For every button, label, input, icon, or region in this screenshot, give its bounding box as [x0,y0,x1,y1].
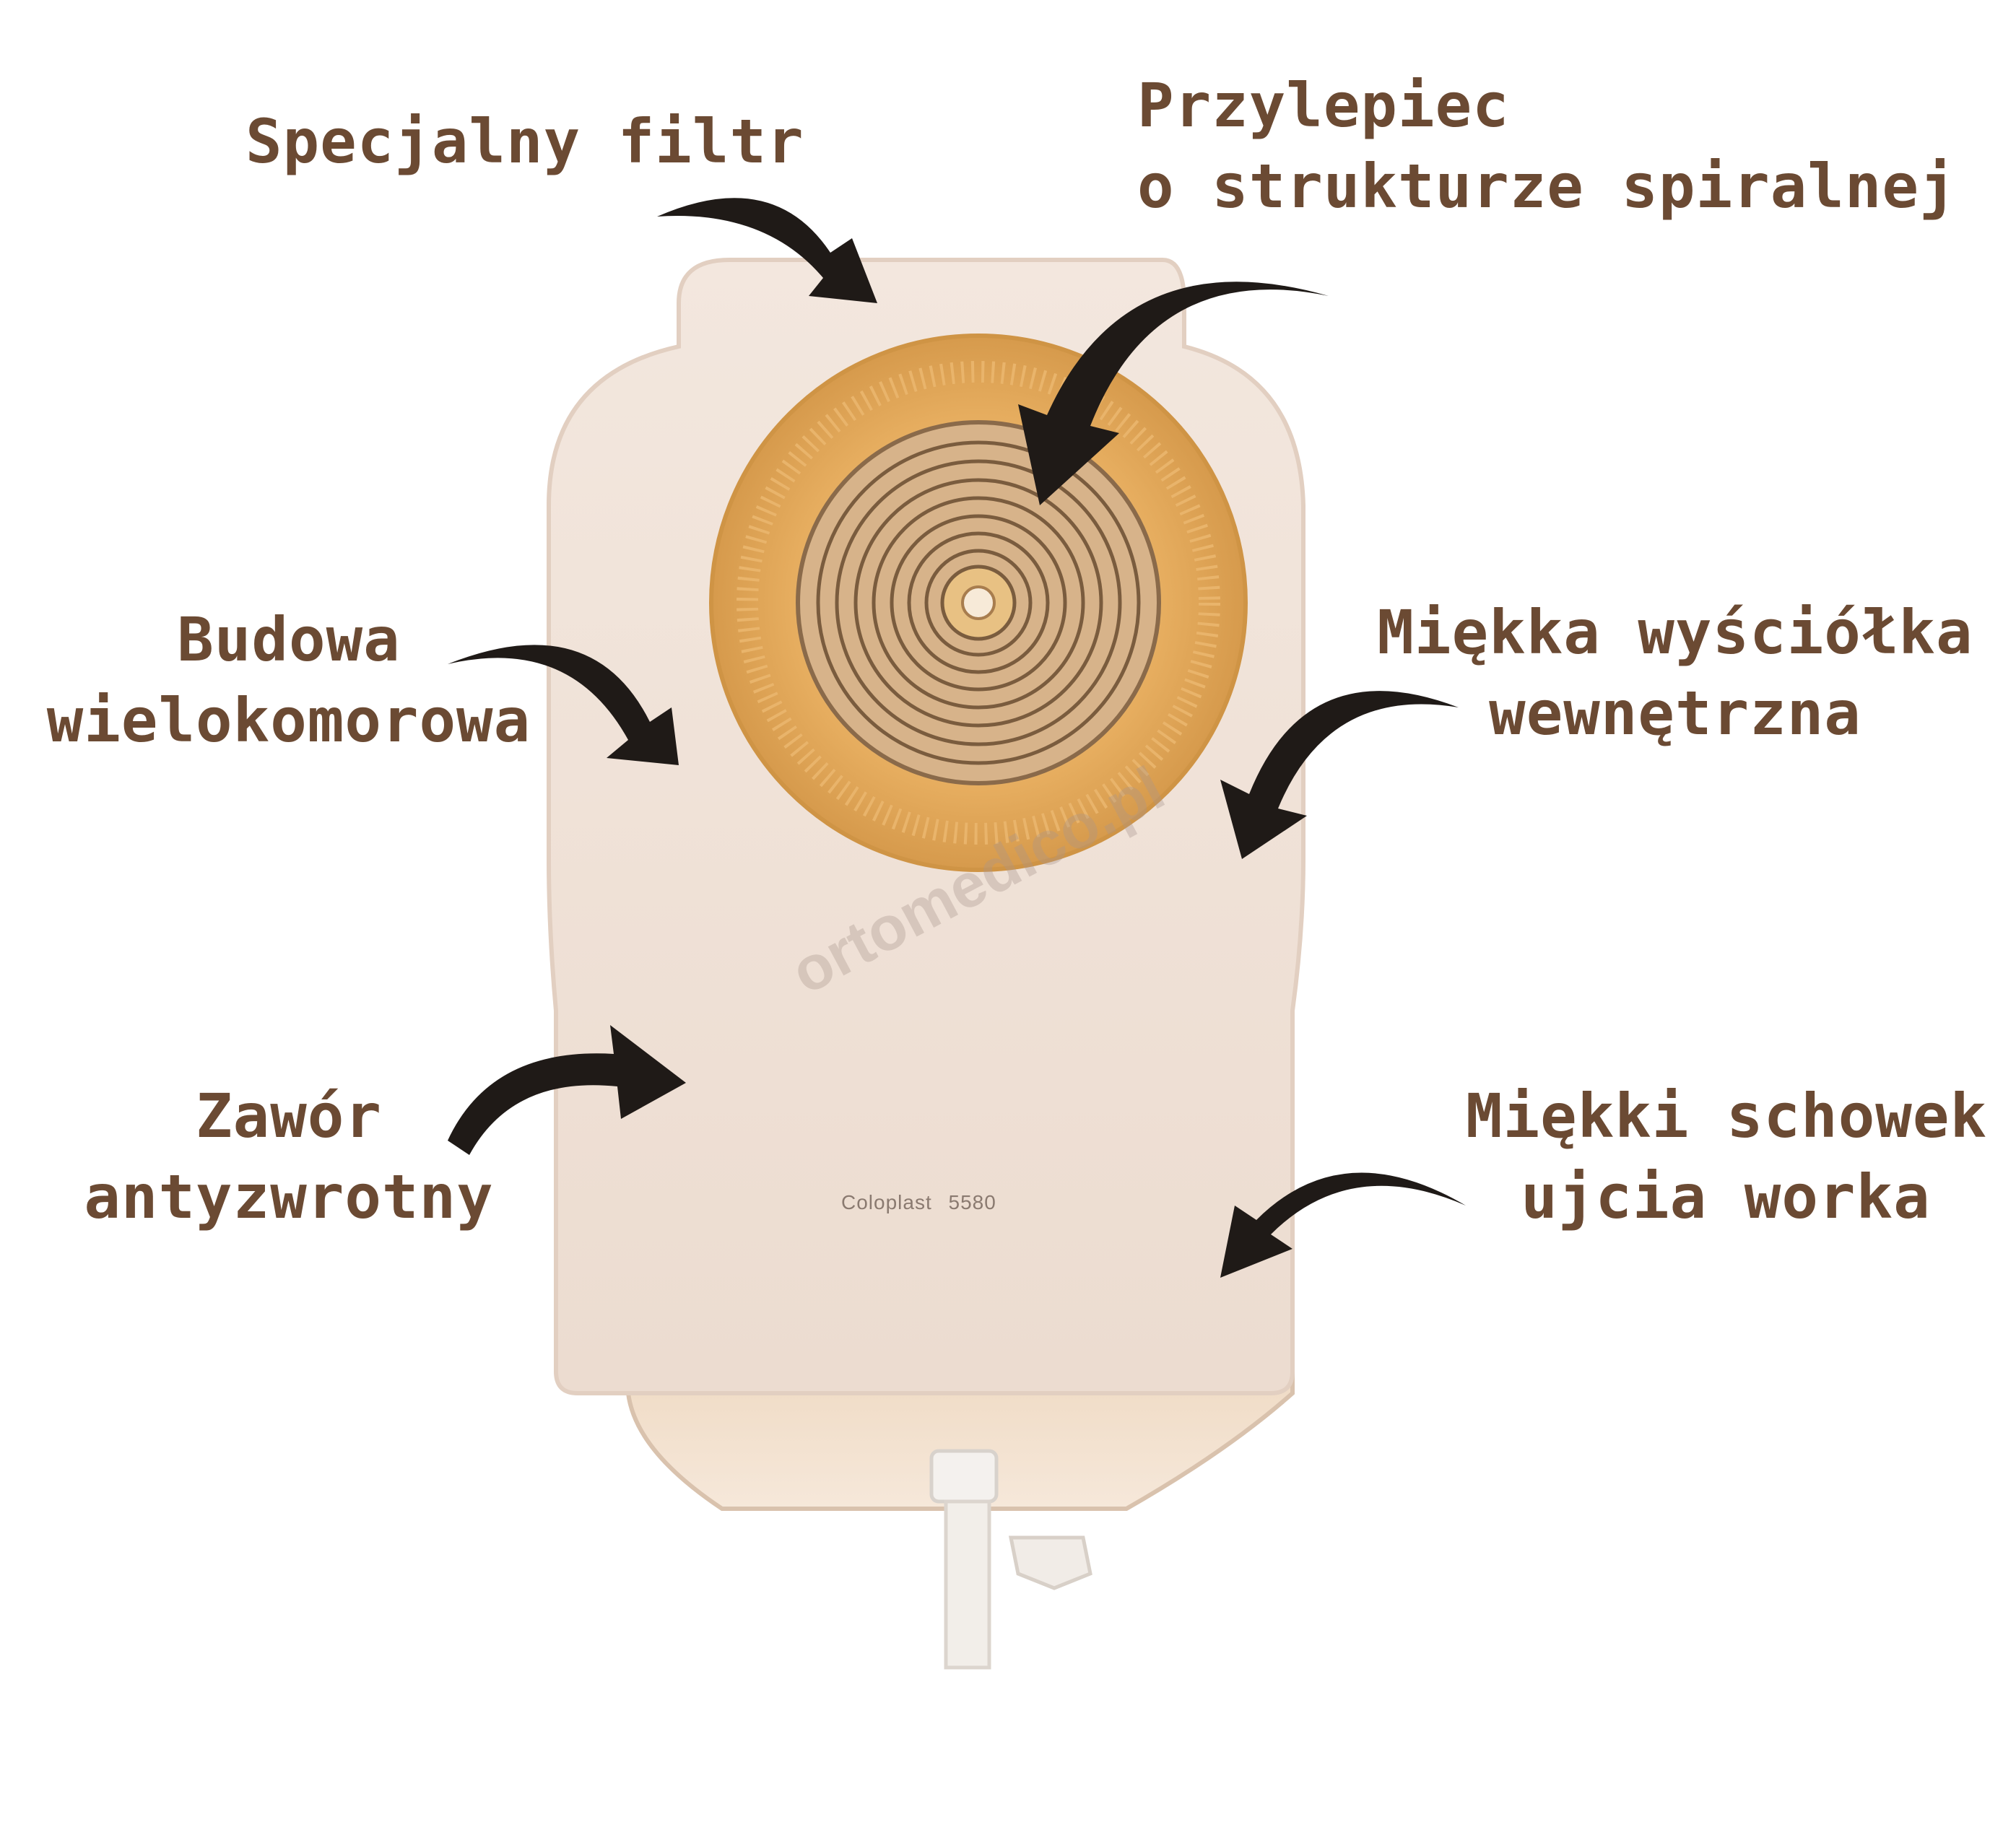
label-soft-lining: Miękka wyściółka wewnętrzna [1372,592,1978,754]
label-valve-line-2: antyzwrotny [84,1161,494,1232]
arrow-icon [448,1025,686,1155]
brand-name: Coloplast [841,1191,932,1213]
label-adhesive-line-1: Przylepiec [1137,70,1510,141]
outlet-tap [929,1449,1092,1670]
label-outlet-pocket: Miękki schowek ujcia worka [1466,1076,1986,1237]
product-code: 5580 [948,1191,996,1213]
label-soft-lining-line-2: wewnętrzna [1489,678,1861,749]
arrow-icon [448,645,679,765]
label-multichamber-line-2: wielokomorowa [46,685,531,756]
label-filter: Specjalny filtr [246,101,804,182]
label-multichamber: Budowa wielokomorowa [43,599,534,761]
arrow-icon [657,198,877,303]
spiral-adhesive [796,420,1161,785]
label-adhesive-line-2: o strukturze spiralnej [1137,151,1957,222]
label-outlet-pocket-line-2: ujcia worka [1521,1161,1931,1232]
product-brand-print: Coloplast 5580 [841,1191,996,1214]
label-filter-line-1: Specjalny filtr [246,106,804,177]
label-outlet-pocket-line-1: Miękki schowek [1466,1081,1988,1151]
label-valve-line-1: Zawór [196,1081,382,1151]
label-multichamber-line-1: Budowa [177,604,401,675]
label-adhesive: Przylepiec o strukturze spiralnej [1137,65,1957,227]
arrow-icon [1220,1172,1466,1278]
arrows [448,198,1466,1278]
label-soft-lining-line-1: Miękka wyściółka [1377,597,1973,668]
arrow-icon [1220,691,1459,859]
label-valve: Zawór antyzwrotny [72,1076,505,1237]
arrow-icon [1018,282,1329,505]
